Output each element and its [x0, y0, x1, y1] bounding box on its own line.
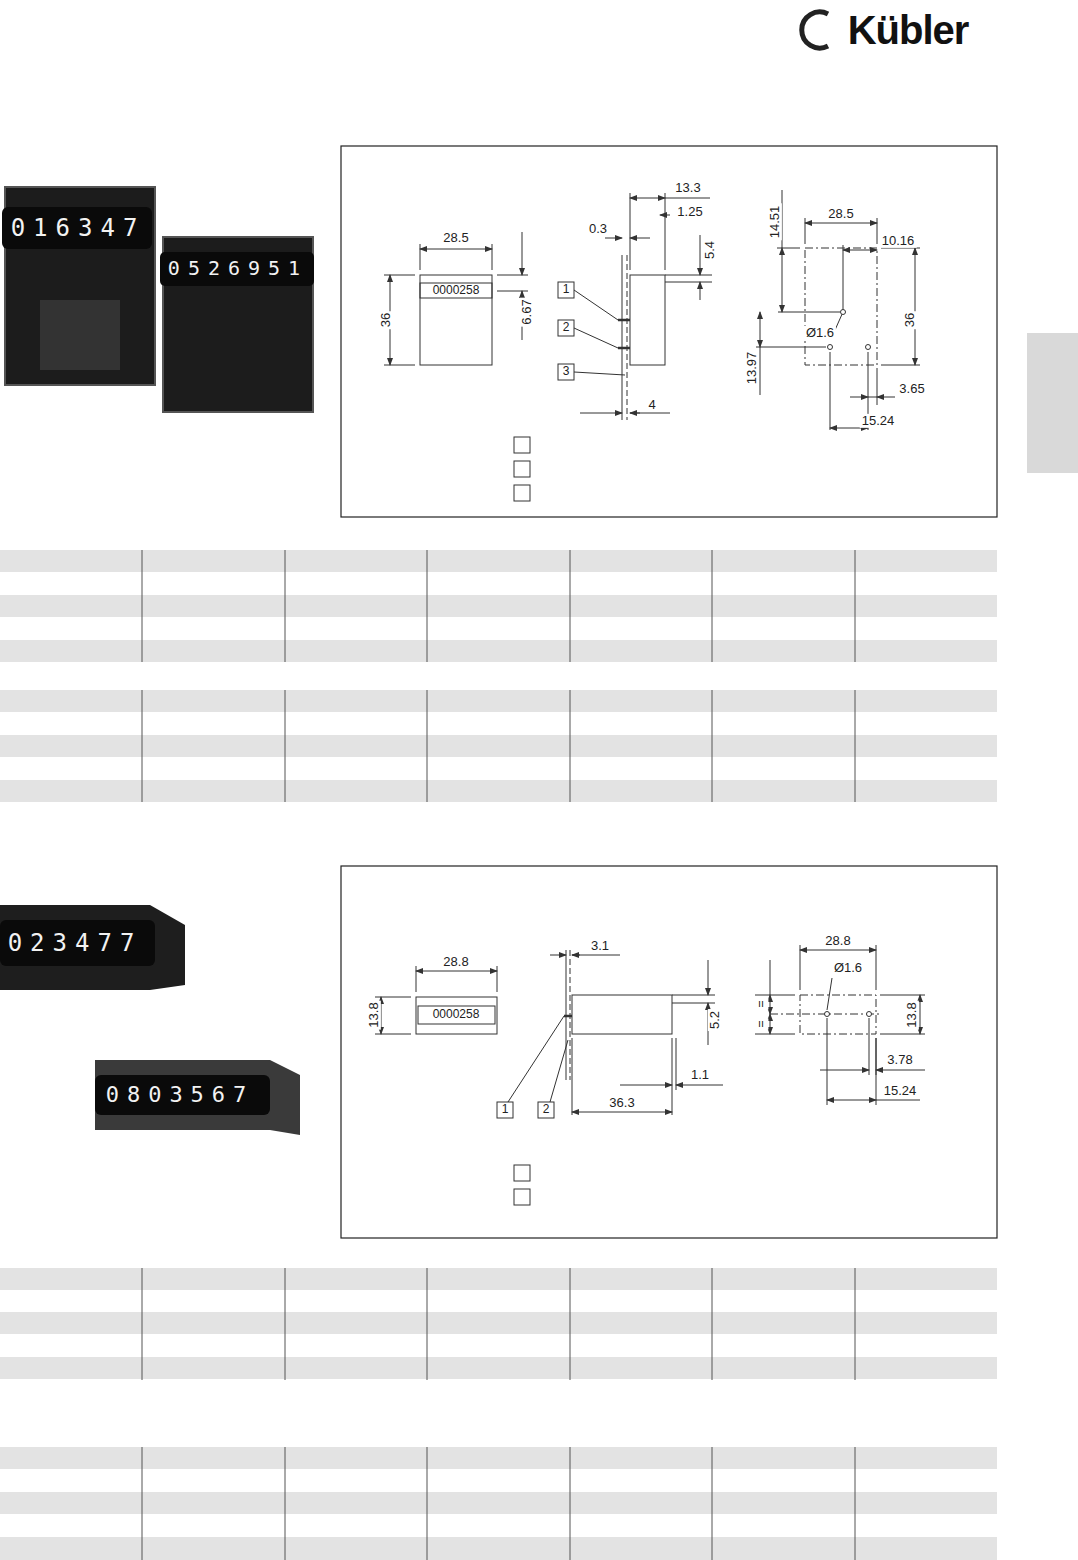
- counter-photo: [2, 187, 314, 412]
- counter-digits: 0526951: [168, 257, 308, 279]
- drawing-label: 0000258: [433, 284, 480, 297]
- dimension-label: =: [755, 998, 768, 1009]
- dimension-label: 6.67: [520, 297, 534, 326]
- dimension-label: 36: [379, 311, 393, 329]
- dimension-label: 4: [646, 398, 657, 412]
- counter-digits: 0803567: [106, 1083, 255, 1107]
- drawing-label: 1: [563, 283, 570, 296]
- dimension-label: 1.25: [675, 205, 704, 219]
- dimension-label: 3.78: [885, 1053, 914, 1067]
- drawing-frame: [341, 146, 997, 517]
- dimension-label: 28.8: [823, 934, 852, 948]
- dimension-label: 14.51: [768, 204, 782, 241]
- dimension-label: 36.3: [607, 1096, 636, 1110]
- counter-digits: 016347: [11, 215, 146, 241]
- dimension-label: 5.2: [708, 1009, 722, 1031]
- counter-digits: 023477: [8, 930, 143, 956]
- dimension-label: 36: [903, 311, 917, 329]
- drawing-label: 1: [502, 1103, 509, 1116]
- dimension-label: 28.5: [826, 207, 855, 221]
- dimension-label: =: [755, 1018, 768, 1029]
- dimension-label: 10.16: [880, 234, 917, 248]
- logo-arc: [802, 12, 828, 48]
- drawing-frame: [341, 866, 997, 1238]
- dimension-label: Ø1.6: [832, 961, 864, 975]
- counter-photo: [0, 905, 300, 1135]
- empty-table: [0, 550, 997, 1560]
- dimension-label: 3.65: [897, 382, 926, 396]
- dimension-label: 3.1: [589, 939, 611, 953]
- dimension-label: 13.3: [673, 181, 702, 195]
- dimension-label: 0.3: [587, 222, 609, 236]
- dimension-label: 5.4: [703, 239, 717, 261]
- dimension-label: 28.8: [441, 955, 470, 969]
- dimension-label: 13.97: [745, 350, 759, 387]
- drawing-label: 2: [543, 1103, 550, 1116]
- dimension-label: 15.24: [860, 414, 897, 428]
- dimension-label: 15.24: [882, 1084, 919, 1098]
- drawing-label: 2: [563, 321, 570, 334]
- dimension-label: Ø1.6: [804, 326, 836, 340]
- brand-logo: Kübler: [848, 8, 969, 52]
- section-tab: [1027, 333, 1078, 473]
- dimension-label: 1.1: [689, 1068, 711, 1082]
- drawing-label: 0000258: [433, 1008, 480, 1021]
- drawing-label: 3: [563, 365, 570, 378]
- dimension-label: 13.8: [367, 1000, 381, 1029]
- dimension-label: 13.8: [905, 1000, 919, 1029]
- dimension-label: 28.5: [441, 231, 470, 245]
